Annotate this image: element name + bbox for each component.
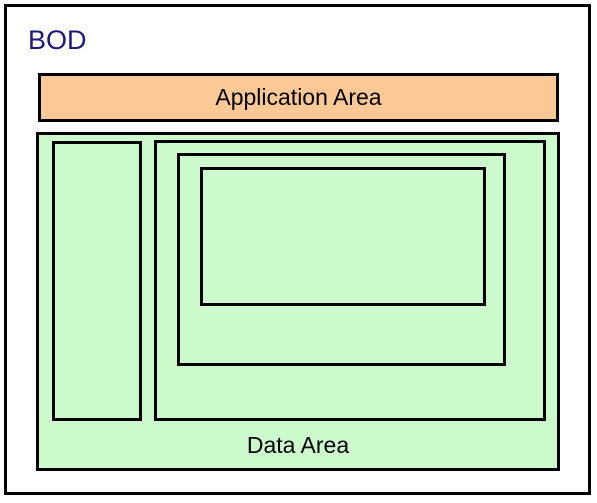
data-area-left-panel <box>52 141 142 421</box>
application-area-label: Application Area <box>215 84 382 110</box>
bod-label: BOD <box>28 25 87 55</box>
data-area-label: Data Area <box>246 432 350 458</box>
data-area-innermost-panel <box>200 167 486 306</box>
application-area: Application Area <box>38 73 559 122</box>
